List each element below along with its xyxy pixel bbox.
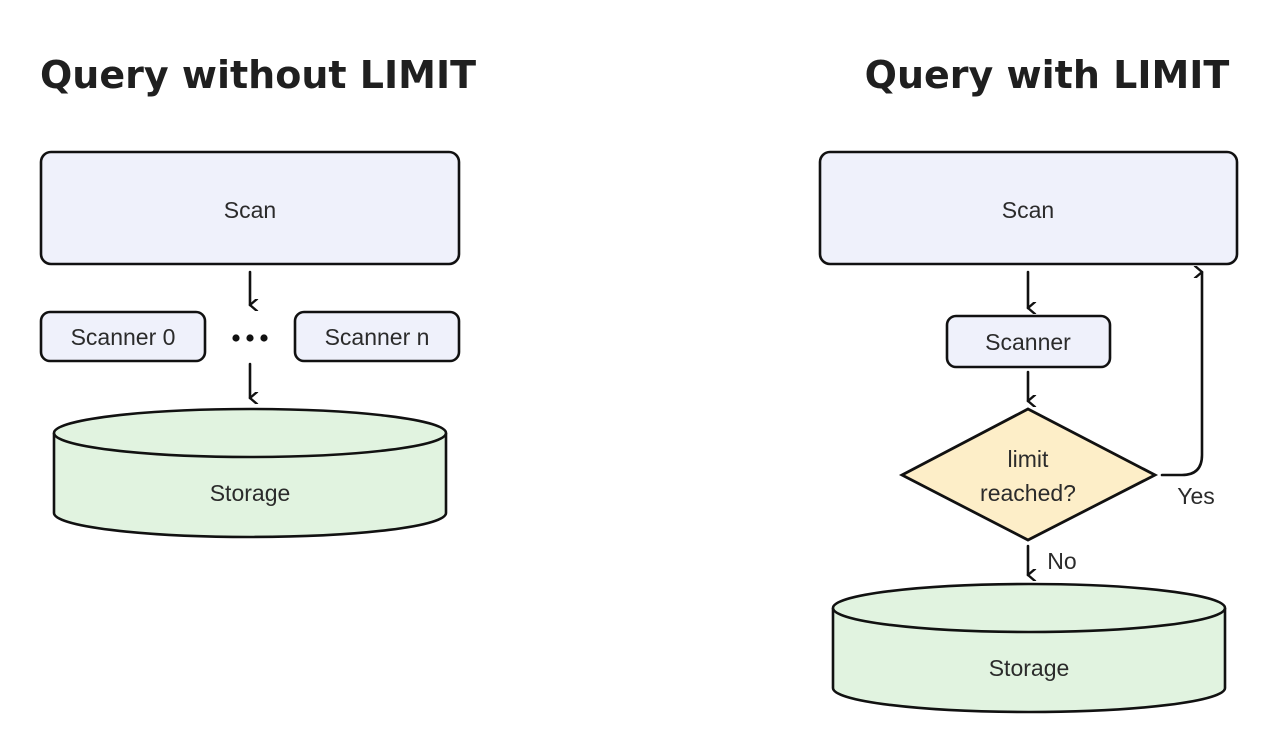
decision-label-line2: reached? — [980, 480, 1076, 506]
yes-label: Yes — [1177, 483, 1215, 509]
yes-loop-arrow — [1160, 272, 1204, 477]
left-scan-node: Scan — [39, 150, 461, 266]
right-scanner-box — [945, 314, 1112, 369]
left-title: Query without LIMIT — [40, 53, 476, 97]
ellipsis-dot — [260, 334, 268, 342]
ellipsis-dot — [232, 334, 240, 342]
left-storage-cylinder: Storage — [52, 407, 448, 539]
right-storage-body — [831, 608, 1227, 714]
right-storage-top — [831, 582, 1227, 634]
no-label: No — [1047, 548, 1076, 574]
left-storage-label: Storage — [210, 480, 291, 506]
left-storage-top — [52, 407, 448, 459]
left-scanner-0-node: Scanner 0 — [39, 310, 207, 363]
right-scan-label: Scan — [1002, 197, 1054, 223]
left-scanner-0-box — [39, 310, 207, 363]
right-scan-node: Scan — [818, 150, 1239, 266]
right-scanner-node: Scanner — [945, 314, 1112, 369]
ellipsis-dots — [232, 334, 268, 342]
right-storage-cylinder: Storage — [831, 582, 1227, 714]
left-scanner-n-box — [293, 310, 461, 363]
decision-diamond — [898, 407, 1159, 542]
left-scanner-n-label: Scanner n — [325, 324, 430, 350]
left-scan-label: Scan — [224, 197, 276, 223]
left-scan-box — [39, 150, 461, 266]
decision-node: limit reached? — [898, 407, 1159, 542]
left-diagram: Query without LIMIT Scan Scanner 0 Scann… — [39, 53, 476, 539]
right-scan-box — [818, 150, 1239, 266]
right-storage-label: Storage — [989, 655, 1070, 681]
right-title: Query with LIMIT — [865, 53, 1230, 97]
right-diagram: Query with LIMIT Scan Scanner limit reac… — [818, 53, 1239, 714]
ellipsis-dot — [246, 334, 254, 342]
left-storage-body — [52, 433, 448, 539]
decision-label-line1: limit — [1008, 446, 1049, 472]
right-scanner-label: Scanner — [985, 329, 1071, 355]
left-scanner-0-label: Scanner 0 — [71, 324, 176, 350]
left-scanner-n-node: Scanner n — [293, 310, 461, 363]
